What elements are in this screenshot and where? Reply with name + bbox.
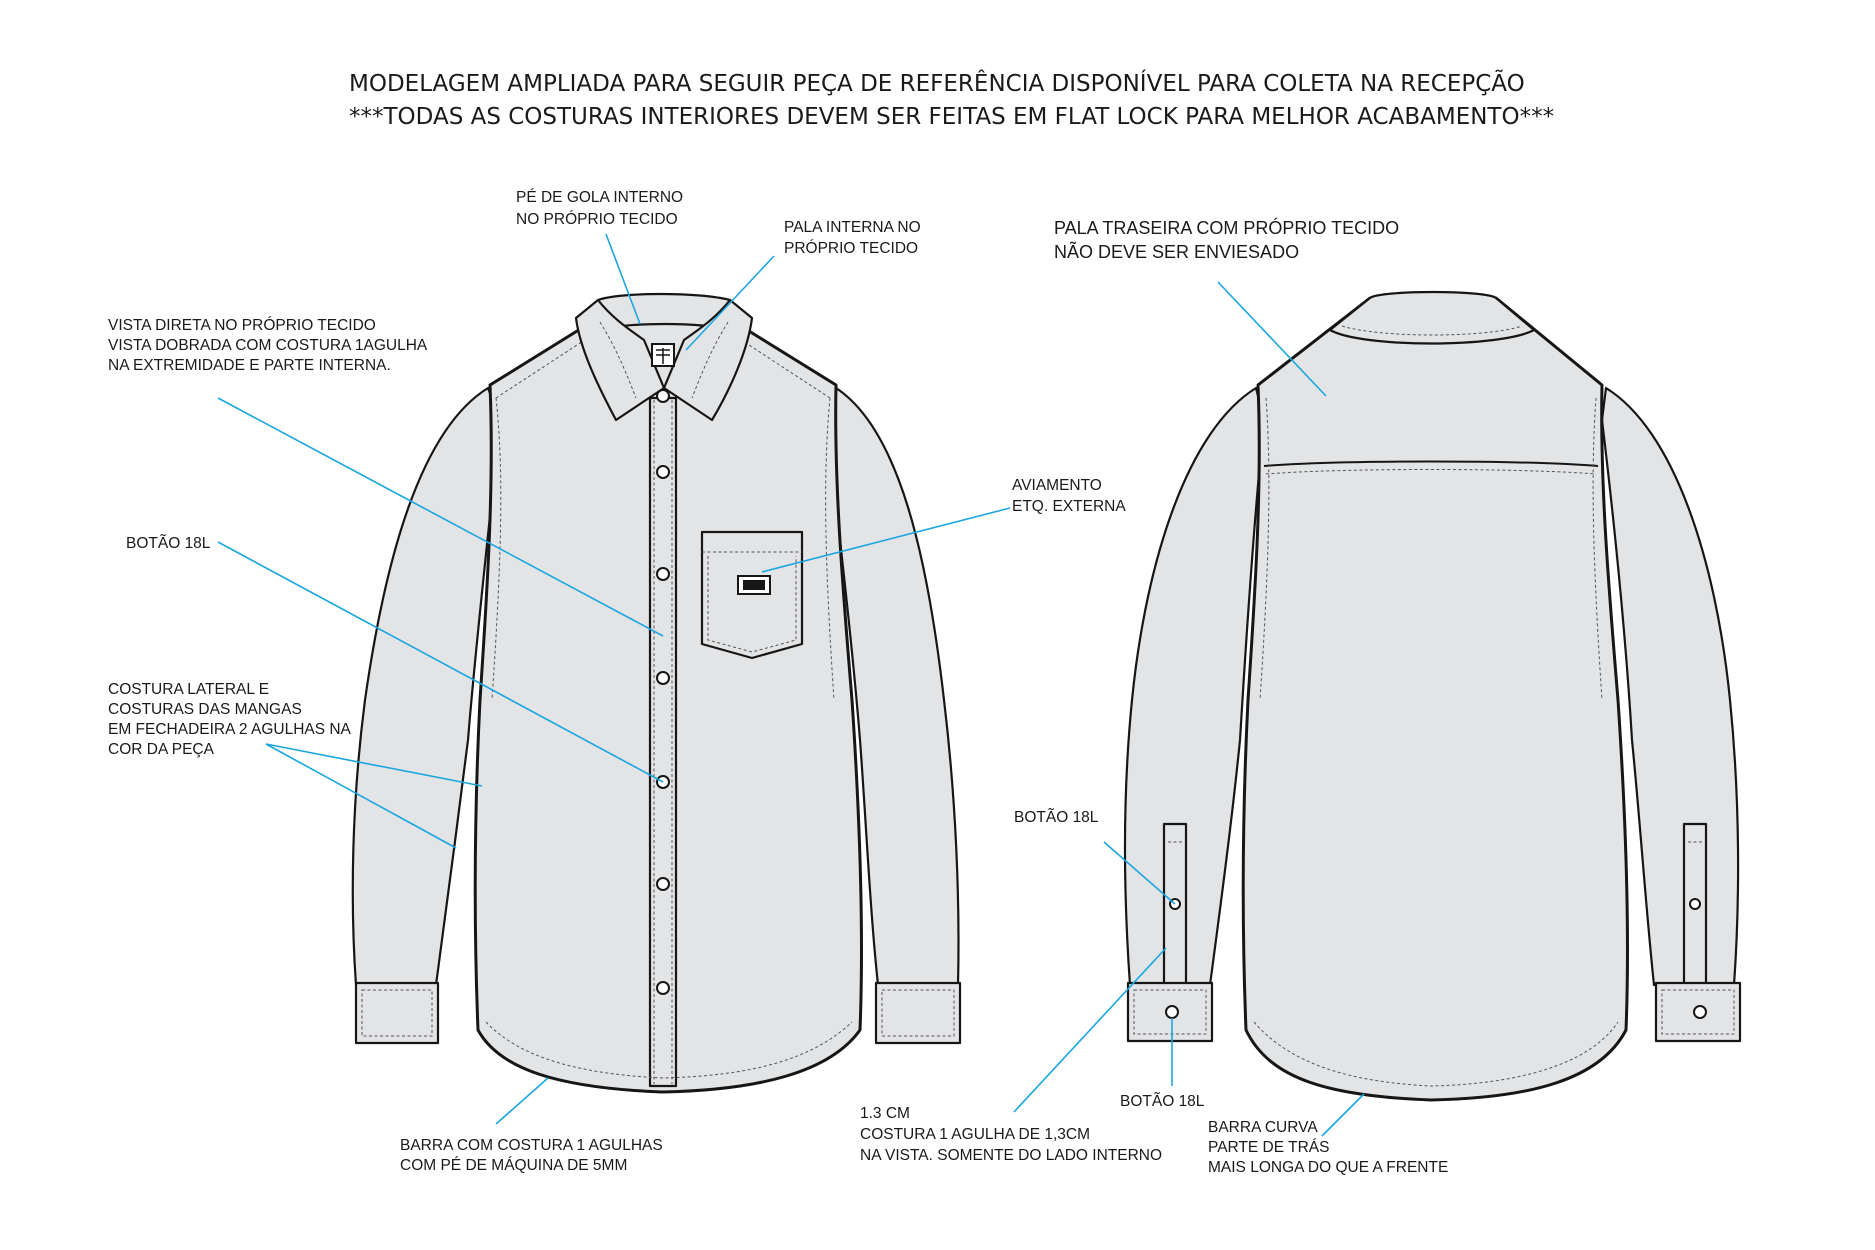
label-collar-stand-2: NO PRÓPRIO TECIDO [516, 211, 678, 228]
front-left-cuff [354, 981, 440, 1045]
leader-lines [217, 233, 1365, 1137]
front-left-cuff-stitch [361, 989, 433, 1037]
back-collar-stitch [1341, 325, 1523, 336]
leader-collar-stand [605, 233, 641, 325]
label-curved-hem-2: PARTE DE TRÁS [1208, 1139, 1329, 1156]
label-inner-yoke-1: PALA INTERNA NO [784, 219, 921, 236]
front-shirt [351, 292, 962, 1094]
round-button-icon [656, 981, 670, 995]
front-right-shoulder-stitch [725, 329, 831, 399]
cuff-button-icon [1693, 1005, 1707, 1019]
back-left-cuff-stitch [1133, 989, 1207, 1035]
leader-curved-hem [1321, 1093, 1365, 1137]
back-body [1241, 296, 1630, 1102]
round-button-icon [656, 671, 670, 685]
leader-back-yoke [1217, 281, 1327, 397]
front-collar-right [662, 298, 754, 422]
label-button-front: BOTÃO 18L [126, 535, 211, 552]
pocket-edge-stitch [707, 556, 797, 653]
label-side-seams-1: COSTURA LATERAL E [108, 681, 269, 698]
label-back-yoke-1: PALA TRASEIRA COM PRÓPRIO TECIDO [1054, 217, 1399, 238]
leader-sleeve-placket-button [1103, 841, 1176, 905]
brand-label-print [743, 580, 765, 590]
leader-placket [217, 397, 664, 637]
label-side-seams-2: COSTURAS DAS MANGAS [108, 701, 302, 718]
front-right-cuff [874, 981, 962, 1045]
back-collar [1328, 290, 1536, 345]
label-button-cuff: BOTÃO 18L [1120, 1093, 1205, 1110]
label-trim-2: ETQ. EXTERNA [1012, 498, 1126, 515]
header-line-1: MODELAGEM AMPLIADA PARA SEGUIR PEÇA DE R… [349, 69, 1525, 97]
leader-hem [495, 1077, 549, 1125]
label-curved-hem-3: MAIS LONGA DO QUE A FRENTE [1208, 1159, 1448, 1176]
leader-sleeve-placket [1013, 947, 1167, 1113]
label-placket-2: VISTA DOBRADA COM COSTURA 1AGULHA [108, 337, 428, 354]
label-curved-hem-1: BARRA CURVA [1208, 1119, 1318, 1136]
inner-neck-label-mark [656, 348, 670, 364]
label-sleeve-placket-3: NA VISTA. SOMENTE DO LADO INTERNO [860, 1147, 1162, 1164]
label-sleeve-placket-1: 1.3 CM [860, 1105, 910, 1122]
label-hem-2: COM PÉ DE MÁQUINA DE 5MM [400, 1157, 627, 1174]
sleeve-placket-button-icon [1689, 898, 1701, 910]
front-collar-left [574, 298, 666, 422]
leader-side-seam-1 [265, 743, 483, 787]
round-button-icon [656, 389, 670, 403]
round-button-icon [656, 567, 670, 581]
label-button-sleeve-placket: BOTÃO 18L [1014, 809, 1099, 826]
label-sleeve-placket-2: COSTURA 1 AGULHA DE 1,3CM [860, 1126, 1090, 1143]
header-line-2: ***TODAS AS COSTURAS INTERIORES DEVEM SE… [349, 104, 1554, 130]
label-collar-stand-1: PÉ DE GOLA INTERNO [516, 189, 683, 206]
label-side-seams-3: EM FECHADEIRA 2 AGULHAS NA [108, 721, 352, 738]
label-placket-1: VISTA DIRETA NO PRÓPRIO TECIDO [108, 317, 376, 334]
label-inner-yoke-2: PRÓPRIO TECIDO [784, 240, 918, 257]
label-back-yoke-2: NÃO DEVE SER ENVIESADO [1054, 241, 1299, 262]
back-yoke-stitch [1265, 469, 1597, 475]
label-hem-1: BARRA COM COSTURA 1 AGULHAS [400, 1137, 663, 1154]
label-placket-3: NA EXTREMIDADE E PARTE INTERNA. [108, 357, 391, 374]
back-right-cuff-stitch [1661, 989, 1735, 1035]
leader-button-front [217, 541, 664, 783]
round-button-icon [656, 877, 670, 891]
back-yoke-seam [1263, 460, 1599, 467]
annotation-labels: PÉ DE GOLA INTERNO NO PRÓPRIO TECIDO PAL… [108, 189, 1448, 1176]
round-button-icon [656, 465, 670, 479]
front-right-cuff-stitch [881, 989, 955, 1037]
label-trim-1: AVIAMENTO [1012, 477, 1102, 494]
label-side-seams-4: COR DA PEÇA [108, 741, 215, 758]
cuff-button-icon [1165, 1005, 1179, 1019]
front-hem-stitch [485, 1021, 853, 1079]
front-left-shoulder-stitch [495, 329, 601, 399]
leader-trim-label [761, 507, 1011, 573]
leader-side-seam-2 [265, 743, 457, 849]
back-shirt [1123, 290, 1742, 1102]
leader-inner-yoke [685, 255, 775, 351]
back-hem-stitch [1253, 1021, 1619, 1087]
